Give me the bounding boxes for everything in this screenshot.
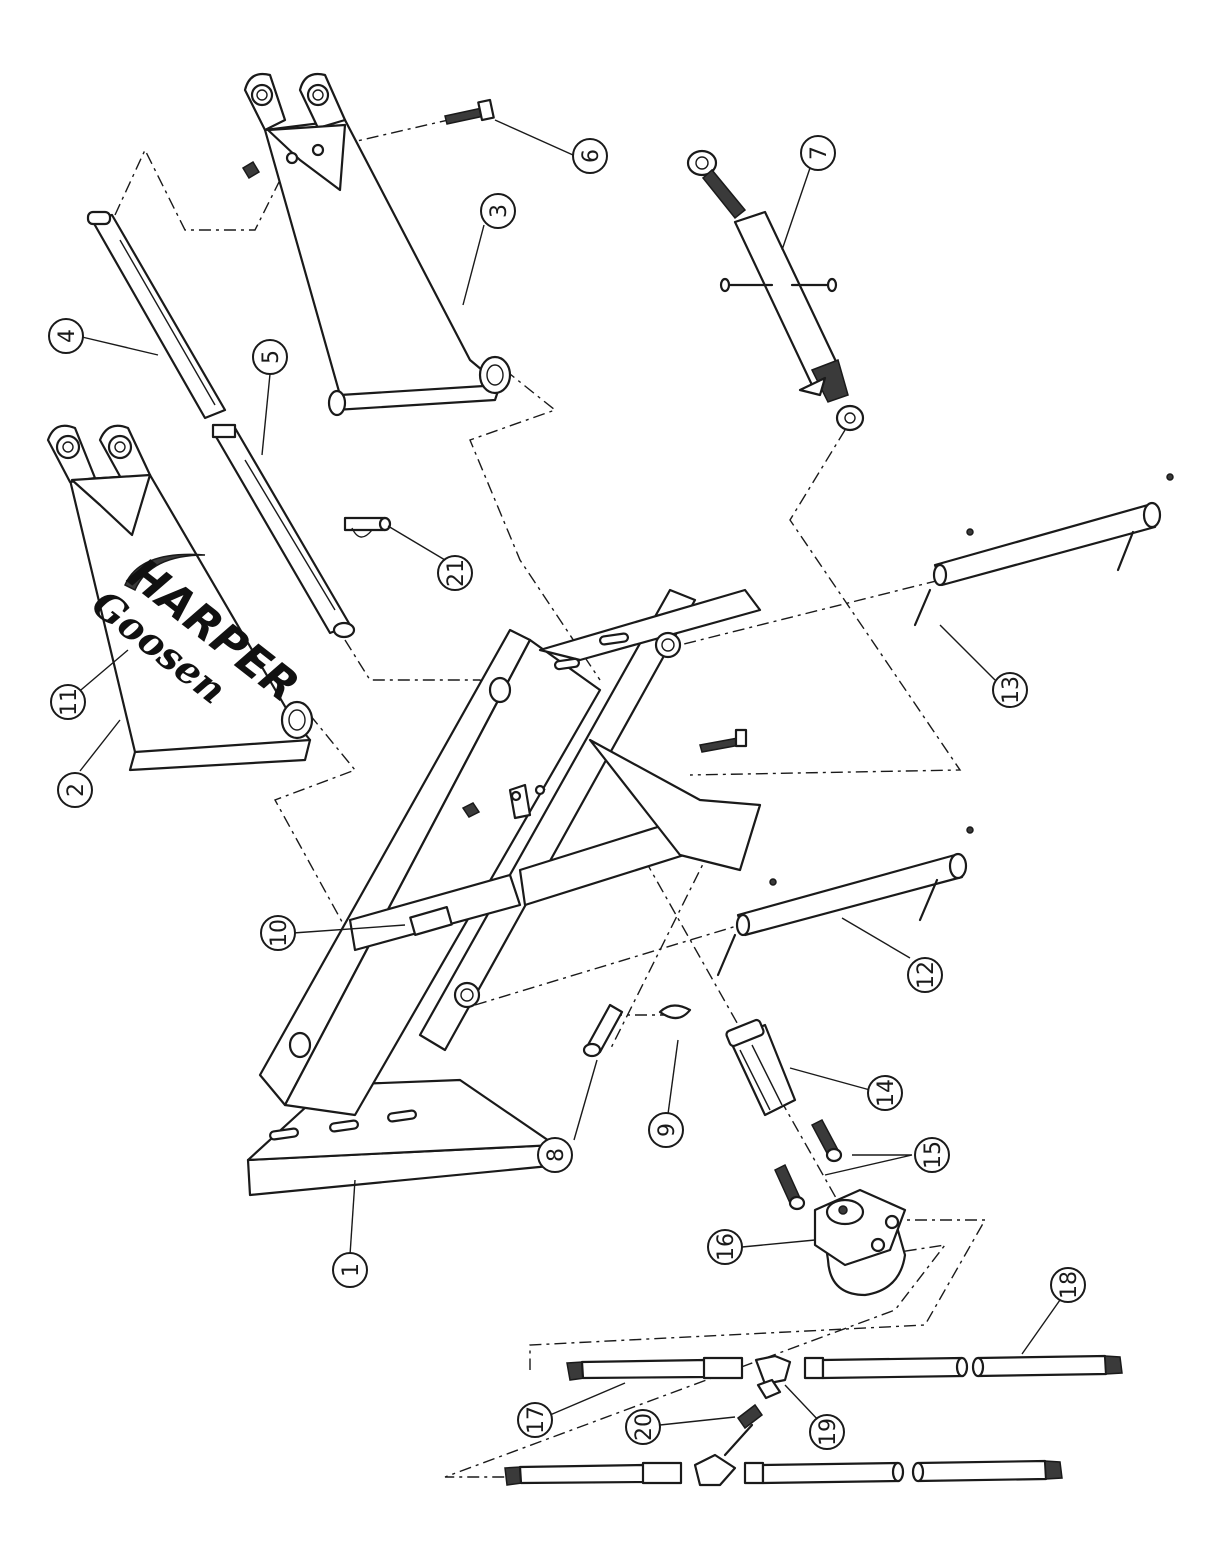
part-6-bolt [445, 100, 494, 124]
part-7-top-link [688, 151, 863, 430]
callout-13: 13 [993, 673, 1027, 707]
svg-text:1: 1 [339, 1263, 364, 1277]
callout-16: 16 [708, 1230, 742, 1264]
callout-12: 12 [908, 958, 942, 992]
svg-text:14: 14 [874, 1079, 899, 1107]
svg-text:8: 8 [544, 1148, 569, 1162]
callout-17: 17 [518, 1403, 552, 1437]
callout-21: 21 [438, 556, 472, 590]
svg-text:4: 4 [55, 329, 80, 343]
svg-text:19: 19 [816, 1418, 841, 1446]
callout-15: 15 [915, 1138, 949, 1172]
callout-4: 4 [49, 319, 83, 353]
svg-text:21: 21 [444, 559, 469, 587]
part-13-cross-bar [915, 474, 1173, 625]
svg-text:7: 7 [807, 146, 832, 160]
callout-19: 19 [810, 1415, 844, 1449]
part-8-pin [584, 1005, 622, 1056]
part-1-main-frame [248, 590, 760, 1195]
callout-14: 14 [868, 1076, 902, 1110]
callout-3: 3 [481, 194, 515, 228]
svg-text:11: 11 [57, 688, 82, 716]
callout-7: 7 [801, 136, 835, 170]
part-4-adjustment-bar [88, 212, 225, 418]
callout-9: 9 [649, 1113, 683, 1147]
svg-text:20: 20 [632, 1413, 657, 1441]
svg-text:13: 13 [999, 676, 1024, 704]
svg-text:6: 6 [579, 149, 604, 163]
svg-text:3: 3 [487, 204, 512, 218]
callout-18: 18 [1051, 1268, 1085, 1302]
callout-11: 11 [51, 685, 85, 719]
part-12-cross-bar [718, 827, 973, 975]
svg-text:18: 18 [1057, 1271, 1082, 1299]
callout-8: 8 [538, 1138, 572, 1172]
part-21-pin [345, 518, 390, 537]
callout-10: 10 [261, 916, 295, 950]
svg-text:2: 2 [64, 783, 89, 797]
callout-2: 2 [58, 773, 92, 807]
part-5-adjustment-tube [213, 425, 354, 637]
part-14-coupler [725, 1019, 795, 1115]
svg-text:15: 15 [921, 1141, 946, 1169]
svg-text:16: 16 [714, 1233, 739, 1261]
svg-text:5: 5 [259, 350, 284, 364]
svg-text:9: 9 [655, 1123, 680, 1137]
callout-20: 20 [626, 1410, 660, 1444]
svg-text:10: 10 [267, 919, 292, 947]
callout-5: 5 [253, 340, 287, 374]
callout-1: 1 [333, 1253, 367, 1287]
svg-text:12: 12 [914, 961, 939, 989]
part-9-clip [660, 1005, 690, 1018]
part-15-bolts [775, 1120, 841, 1209]
svg-text:17: 17 [524, 1406, 549, 1434]
part-16-motor [815, 1190, 905, 1295]
callout-6: 6 [573, 139, 607, 173]
